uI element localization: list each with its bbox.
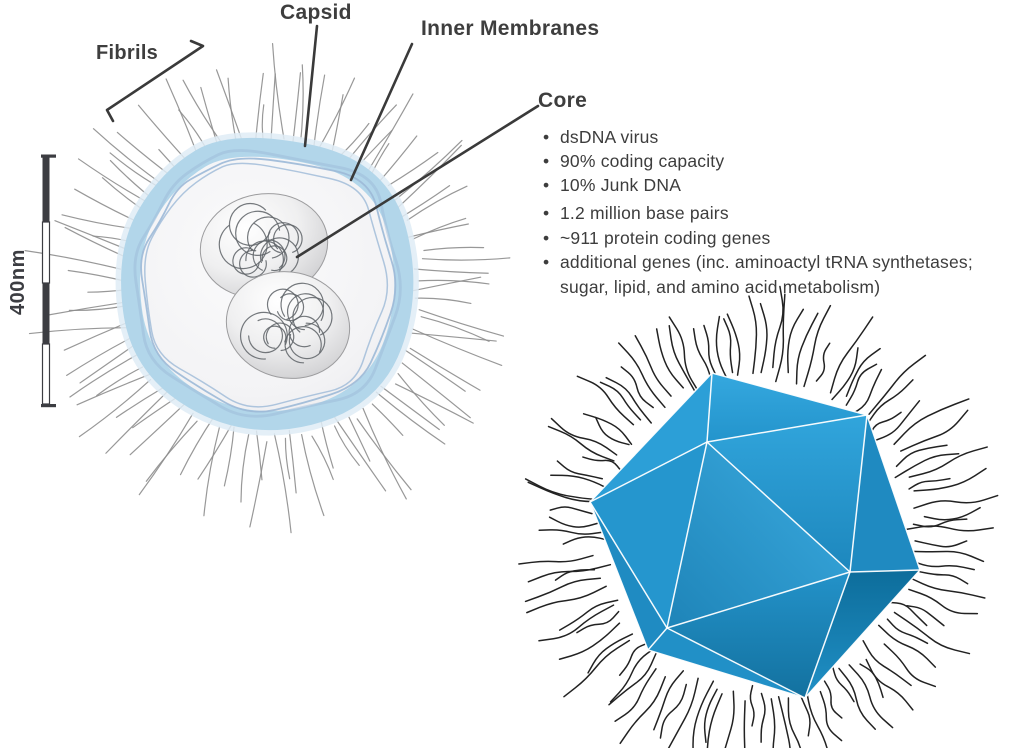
annotation-lines bbox=[105, 24, 540, 259]
fact-item: • ~911 protein coding genes bbox=[543, 226, 1013, 251]
fact-item: • 10% Junk DNA bbox=[543, 173, 1013, 197]
scale-bar-label: 400nm bbox=[7, 249, 29, 315]
left-virion-fibrils bbox=[24, 43, 511, 534]
fibrils-bracket bbox=[105, 39, 205, 123]
inner-membranes-label: Inner Membranes bbox=[421, 17, 600, 40]
bullet-icon: • bbox=[543, 252, 550, 272]
fact-text: ~911 protein coding genes bbox=[560, 227, 771, 248]
core-leader-line bbox=[295, 104, 540, 259]
inner-membranes-leader-line bbox=[349, 42, 414, 182]
bullet-icon: • bbox=[543, 127, 550, 147]
fibrils-label: Fibrils bbox=[96, 42, 159, 64]
icosahedron-fibrils bbox=[518, 285, 999, 748]
capsid-label: Capsid bbox=[280, 1, 352, 24]
bullet-icon: • bbox=[543, 227, 550, 248]
core-bodies bbox=[199, 193, 351, 379]
fact-text: 10% Junk DNA bbox=[560, 175, 682, 195]
capsid-leader-line bbox=[303, 24, 319, 148]
fact-item: • additional genes (inc. aminoactyl tRNA… bbox=[543, 250, 1013, 299]
fact-text: dsDNA virus bbox=[560, 127, 659, 147]
fact-list-genome: • 1.2 million base pairs • ~911 protein … bbox=[543, 201, 1013, 299]
fact-text: 90% coding capacity bbox=[560, 151, 725, 171]
fact-item: • 90% coding capacity bbox=[543, 149, 1013, 173]
fact-item: • 1.2 million base pairs bbox=[543, 201, 1013, 226]
fact-text: 1.2 million base pairs bbox=[560, 203, 729, 223]
core-label: Core bbox=[538, 89, 588, 112]
bullet-icon: • bbox=[543, 203, 550, 223]
scale-bar bbox=[41, 154, 56, 408]
fact-text: additional genes (inc. aminoactyl tRNA s… bbox=[560, 252, 973, 297]
fact-item: • dsDNA virus bbox=[543, 125, 1013, 149]
fact-list-primary: • dsDNA virus • 90% coding capacity • 10… bbox=[543, 125, 1013, 197]
inner-membranes-shape bbox=[133, 149, 402, 418]
bullet-icon: • bbox=[543, 151, 550, 171]
icosahedron-capsid bbox=[589, 372, 921, 699]
bullet-icon: • bbox=[543, 175, 550, 195]
